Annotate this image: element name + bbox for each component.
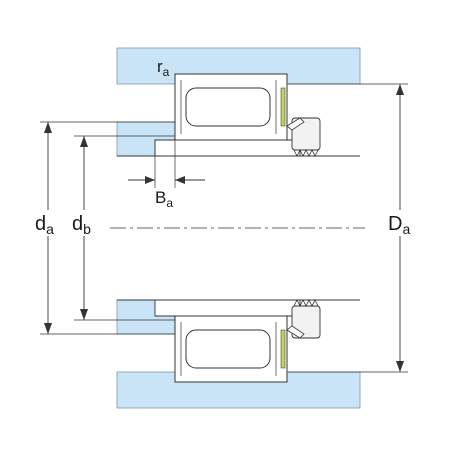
label-da-main: d [35,213,46,235]
label-da: da [35,213,54,237]
dimension-db [74,135,175,321]
label-Da: Da [388,213,410,237]
label-Da-sub: a [402,221,410,237]
bearing-top [174,73,288,141]
label-Ba: Ba [155,188,173,210]
label-ra-sub: a [163,65,170,79]
label-db-bg [70,210,102,236]
seal-bottom [280,329,286,369]
bearing-bottom [174,315,288,383]
label-Ba-sub: a [166,196,173,210]
label-db-sub: b [83,221,91,237]
label-db-main: d [72,213,83,235]
label-ra: ra [157,57,170,79]
lock-nut-top [286,117,321,157]
label-ra-main: r [157,57,163,76]
label-Da-bg [386,210,420,236]
lock-nut-bottom [286,299,321,339]
dimension-Ba [128,140,205,188]
bearing-bottom-roller [185,329,271,369]
label-Da-main: D [388,213,402,235]
label-da-sub: a [46,221,54,237]
bearing-top-roller [185,87,271,127]
seal-top [280,87,286,127]
label-da-bg [32,210,64,236]
label-Ba-main: B [155,188,166,207]
label-db: db [72,213,91,237]
